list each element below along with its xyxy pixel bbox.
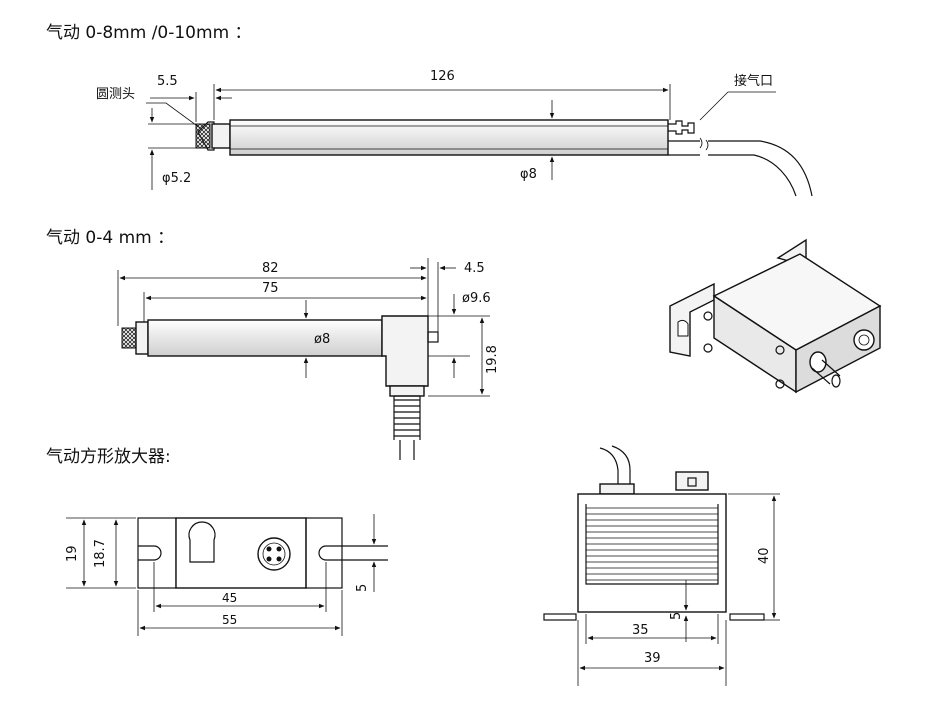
section3-heading: 气动方形放大器: <box>46 447 171 467</box>
connector-top <box>675 471 709 491</box>
dim-phi-5-2-text: φ5.2 <box>162 171 191 186</box>
dim-phi-8-2-text: ø8 <box>314 332 330 347</box>
connector-round <box>853 329 875 351</box>
amplifier-side-body <box>577 493 727 613</box>
dim-18-7-text: 18.7 <box>93 539 108 568</box>
elbow-block <box>381 315 429 387</box>
probe-4mm-drawing: 82 75 4.5 ø9.6 ø8 19.8 <box>117 258 500 460</box>
spring-cable <box>393 395 421 460</box>
amplifier-side-view: 40 5 35 39 <box>543 445 780 686</box>
slot-left <box>138 545 162 561</box>
tip-collar-2 <box>135 321 149 355</box>
amplifier-3d-illustration <box>669 238 882 394</box>
dim-55-text: 55 <box>222 613 237 627</box>
air-inlet-leader <box>699 91 776 121</box>
amplifier-front-view: 19 18.7 45 55 5 <box>65 514 388 636</box>
dim-35-text: 35 <box>632 623 649 638</box>
cooling-fins <box>585 504 719 585</box>
probe-leader <box>146 102 201 129</box>
dim-82-text: 82 <box>262 261 279 276</box>
section2-heading: 气动 0-4 mm ： <box>46 228 174 248</box>
knurled-tip-2 <box>121 327 137 349</box>
knurled-tip <box>195 123 211 149</box>
slot-right <box>318 545 342 561</box>
dim-phi-8-text: φ8 <box>520 167 537 182</box>
dim-phi-9-6-text: ø9.6 <box>462 291 491 306</box>
dim-39-text: 39 <box>644 651 661 666</box>
dim-75-text: 75 <box>262 281 279 296</box>
probe-body <box>229 119 669 156</box>
bracket-left <box>669 282 715 357</box>
tip-collar <box>211 123 231 149</box>
air-fitting <box>668 120 695 135</box>
dim-19-8-text: 19.8 <box>485 345 500 374</box>
dim-5-5-text: 5.5 <box>157 74 178 89</box>
dim-40-text: 40 <box>757 547 772 564</box>
air-port-front <box>188 521 216 563</box>
probe-label: 圆测头 <box>96 87 135 102</box>
section1-heading: 气动 0-8mm /0-10mm ： <box>46 23 252 43</box>
dim-19-text: 19 <box>65 545 80 562</box>
air-pipe-top <box>599 445 631 488</box>
hose <box>708 140 813 197</box>
probe-8mm-drawing: 接气口 圆测头 126 5.5 φ5.2 φ8 <box>96 69 813 197</box>
dim-5-side-text: 5 <box>669 612 684 620</box>
air-inlet-label: 接气口 <box>734 73 773 89</box>
dim-4-5-text: 4.5 <box>464 261 485 276</box>
dim-45-text: 45 <box>222 591 237 605</box>
dim-126-text: 126 <box>430 69 455 84</box>
probe-body-2 <box>147 319 383 357</box>
dim-5-front-text: 5 <box>355 584 370 592</box>
